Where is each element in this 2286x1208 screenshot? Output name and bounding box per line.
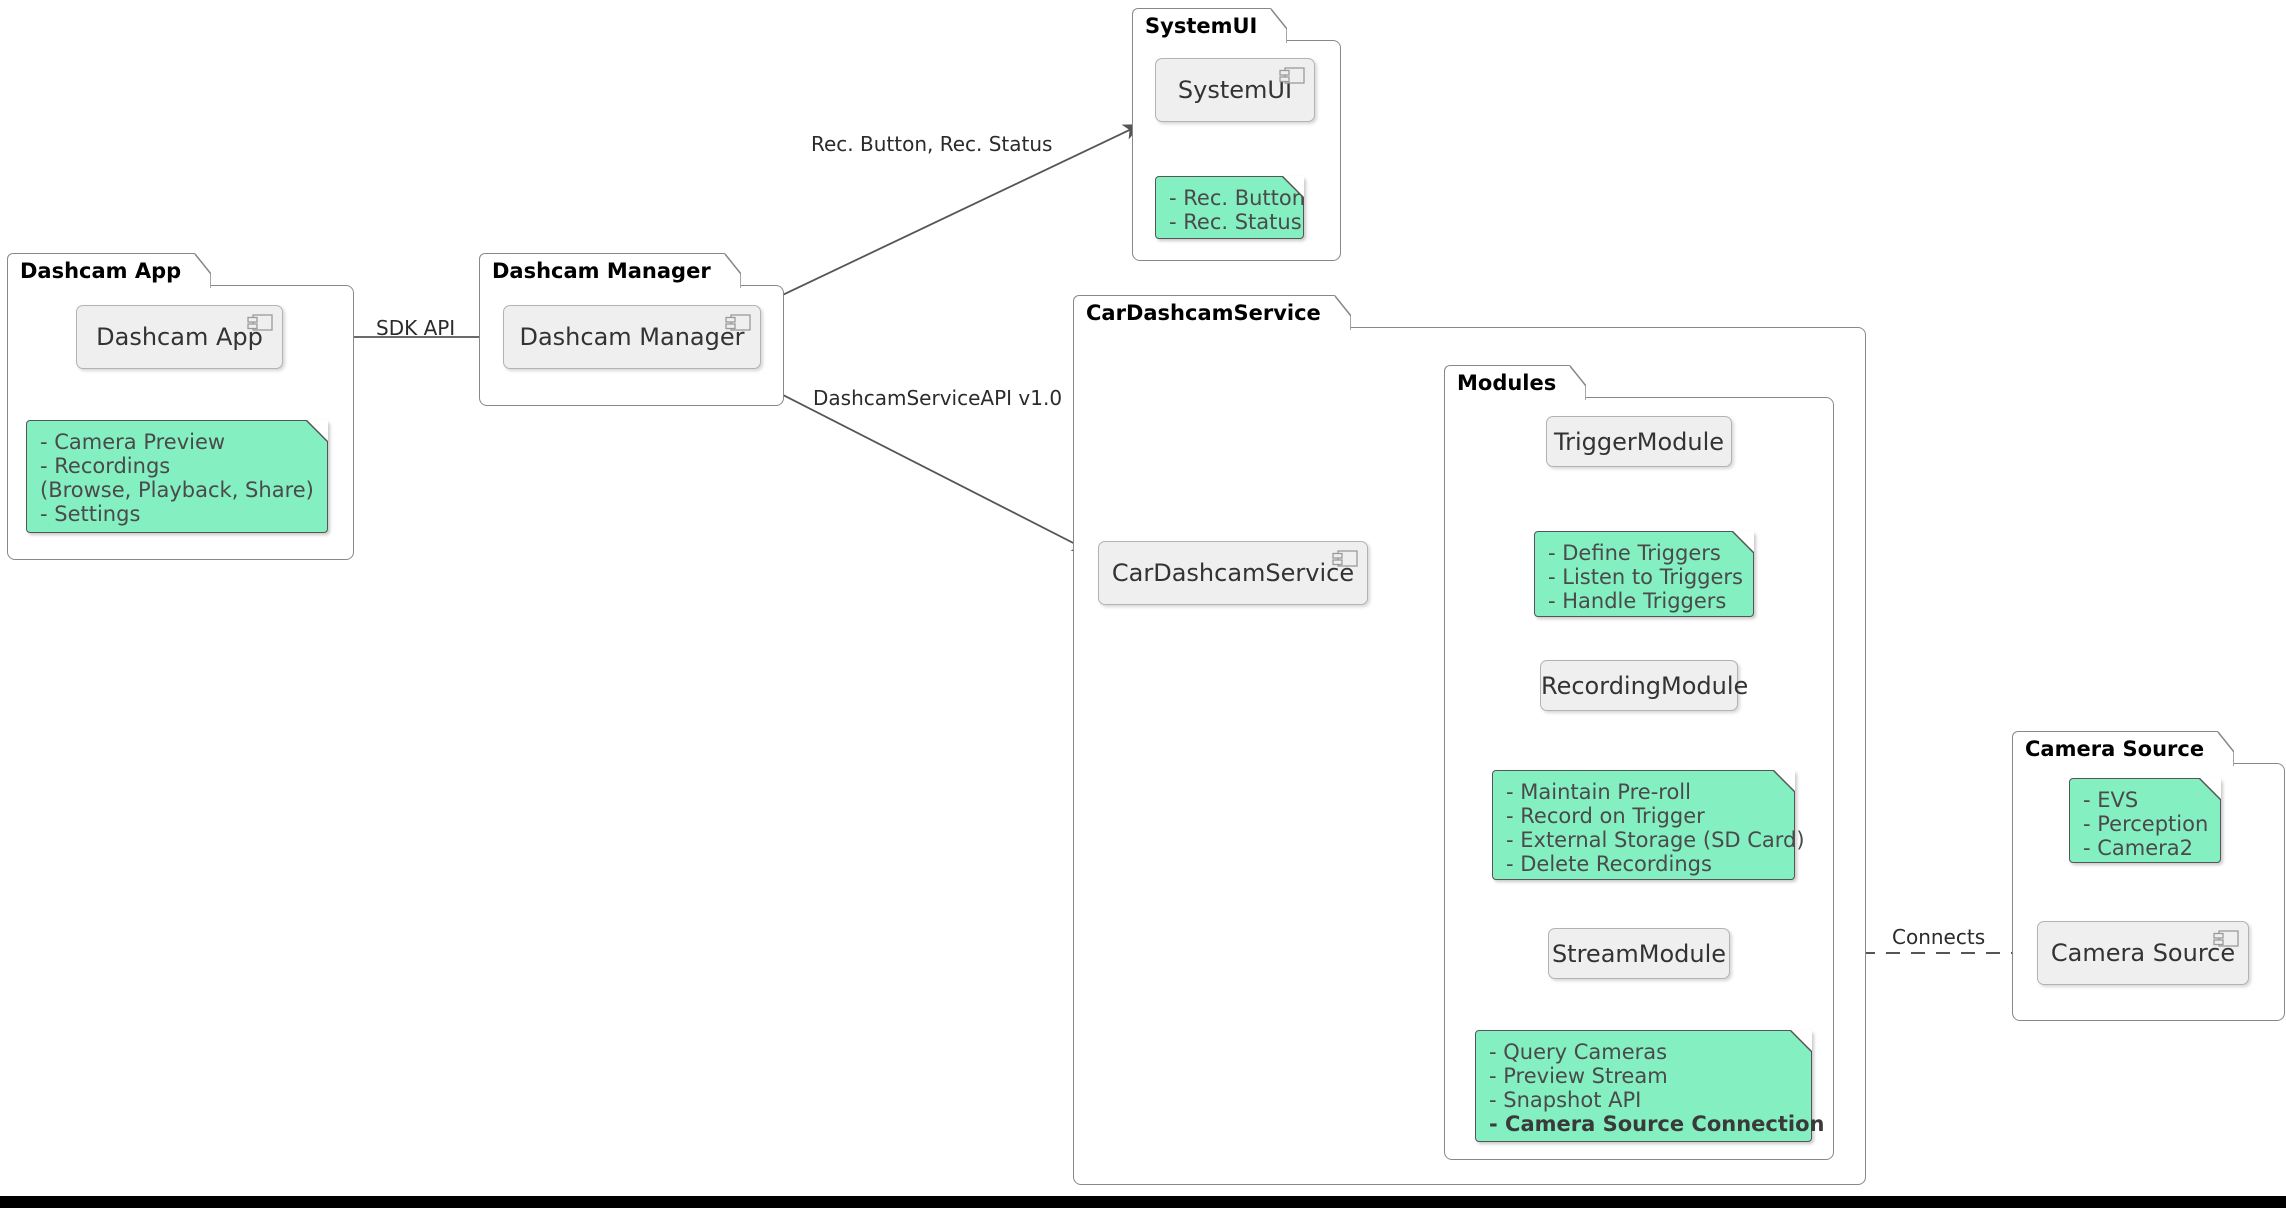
package-system-ui-tab: SystemUI (1132, 8, 1288, 43)
edge-label-dashcam-service-api: DashcamServiceAPI v1.0 (813, 386, 1063, 410)
note-line: - Query Cameras (1489, 1040, 1668, 1064)
package-camera-source-title: Camera Source (2025, 736, 2205, 761)
note-line: - Snapshot API (1489, 1088, 1642, 1112)
note-trigger-module-lines: - Define Triggers - Listen to Triggers -… (1535, 532, 1753, 622)
package-tab-corner (1570, 366, 1587, 400)
component-camera-source-label: Camera Source (2050, 939, 2236, 967)
package-modules-tab: Modules (1444, 365, 1587, 400)
component-trigger-module[interactable]: TriggerModule (1546, 416, 1732, 467)
uml-component-icon (1332, 550, 1358, 568)
package-system-ui-title: SystemUI (1145, 13, 1258, 38)
component-dashcam-manager[interactable]: Dashcam Manager (503, 305, 761, 369)
note-line: (Browse, Playback, Share) (40, 478, 314, 502)
note-camera-source: - EVS - Perception - Camera2 (2069, 777, 2222, 863)
component-dashcam-manager-label: Dashcam Manager (519, 323, 745, 351)
uml-component-icon (247, 314, 273, 332)
note-stream-module-lines: - Query Cameras - Preview Stream - Snaps… (1476, 1031, 1825, 1145)
note-line-highlighted: - Camera Source Connection (1489, 1112, 1825, 1136)
note-line: - Preview Stream (1489, 1064, 1668, 1088)
package-car-dashcam-service-title: CarDashcamService (1086, 300, 1321, 325)
note-dashcam-app: - Camera Preview - Recordings (Browse, P… (26, 419, 329, 535)
note-recording-module: - Maintain Pre-roll - Record on Trigger … (1492, 769, 1805, 880)
package-dashcam-manager-tab: Dashcam Manager (479, 253, 741, 288)
package-dashcam-manager-title: Dashcam Manager (492, 258, 711, 283)
package-camera-source-tab: Camera Source (2012, 731, 2235, 766)
package-modules-title: Modules (1457, 370, 1557, 395)
component-stream-module[interactable]: StreamModule (1548, 928, 1730, 979)
package-tab-corner (1271, 9, 1288, 43)
note-line: - Camera2 (2083, 836, 2194, 860)
note-fold-corner (1772, 769, 1796, 793)
package-car-dashcam-service-tab: CarDashcamService (1073, 295, 1351, 330)
note-line: - Listen to Triggers (1548, 565, 1743, 589)
component-dashcam-app[interactable]: Dashcam App (76, 305, 283, 369)
note-line: - EVS (2083, 788, 2139, 812)
component-system-ui[interactable]: SystemUI (1155, 58, 1315, 122)
component-camera-source[interactable]: Camera Source (2037, 921, 2249, 985)
note-line: - Camera Preview (40, 430, 226, 454)
package-tab-corner (724, 254, 741, 288)
edge-label-sdk-api: SDK API (376, 316, 456, 340)
note-line: - Define Triggers (1548, 541, 1721, 565)
package-tab-corner (2218, 732, 2235, 766)
note-fold-corner (2198, 777, 2222, 801)
note-line: - Perception (2083, 812, 2209, 836)
note-fold-corner (1789, 1029, 1813, 1053)
edge-label-connects: Connects (1892, 925, 1986, 949)
package-tab-corner (1334, 296, 1351, 330)
note-trigger-module: - Define Triggers - Listen to Triggers -… (1534, 530, 1755, 617)
note-line: - Record on Trigger (1506, 804, 1705, 828)
component-recording-module[interactable]: RecordingModule (1540, 660, 1749, 711)
note-line: - External Storage (SD Card) (1506, 828, 1805, 852)
note-line: - Settings (40, 502, 141, 526)
note-line: - Rec. Button (1169, 186, 1306, 210)
note-fold-corner (1281, 175, 1305, 199)
component-car-dashcam-service-label: CarDashcamService (1111, 559, 1355, 587)
component-recording-module-label: RecordingModule (1541, 671, 1749, 700)
component-car-dashcam-service[interactable]: CarDashcamService (1098, 541, 1368, 605)
note-dashcam-app-lines: - Camera Preview - Recordings (Browse, P… (27, 421, 327, 535)
note-recording-module-lines: - Maintain Pre-roll - Record on Trigger … (1493, 771, 1805, 885)
uml-component-icon (725, 314, 751, 332)
note-stream-module: - Query Cameras - Preview Stream - Snaps… (1475, 1029, 1825, 1145)
edge-label-rec-button-status: Rec. Button, Rec. Status (811, 132, 1053, 156)
note-fold-corner (1731, 530, 1755, 554)
note-line: - Delete Recordings (1506, 852, 1712, 876)
uml-component-icon (2213, 930, 2239, 948)
uml-component-icon (1279, 67, 1305, 85)
note-system-ui: - Rec. Button - Rec. Status (1155, 175, 1305, 239)
note-line: - Handle Triggers (1548, 589, 1727, 613)
bottom-edge-bar (0, 1196, 2286, 1208)
component-stream-module-label: StreamModule (1551, 939, 1727, 968)
note-line: - Rec. Status (1169, 210, 1302, 234)
component-trigger-module-label: TriggerModule (1553, 427, 1725, 456)
note-camera-source-lines: - EVS - Perception - Camera2 (2070, 779, 2220, 869)
package-dashcam-app-title: Dashcam App (20, 258, 182, 283)
note-line: - Recordings (40, 454, 171, 478)
package-tab-corner (195, 254, 212, 288)
package-dashcam-app-tab: Dashcam App (7, 253, 212, 288)
note-line: - Maintain Pre-roll (1506, 780, 1691, 804)
note-fold-corner (305, 419, 329, 443)
note-system-ui-lines: - Rec. Button - Rec. Status (1156, 177, 1306, 243)
